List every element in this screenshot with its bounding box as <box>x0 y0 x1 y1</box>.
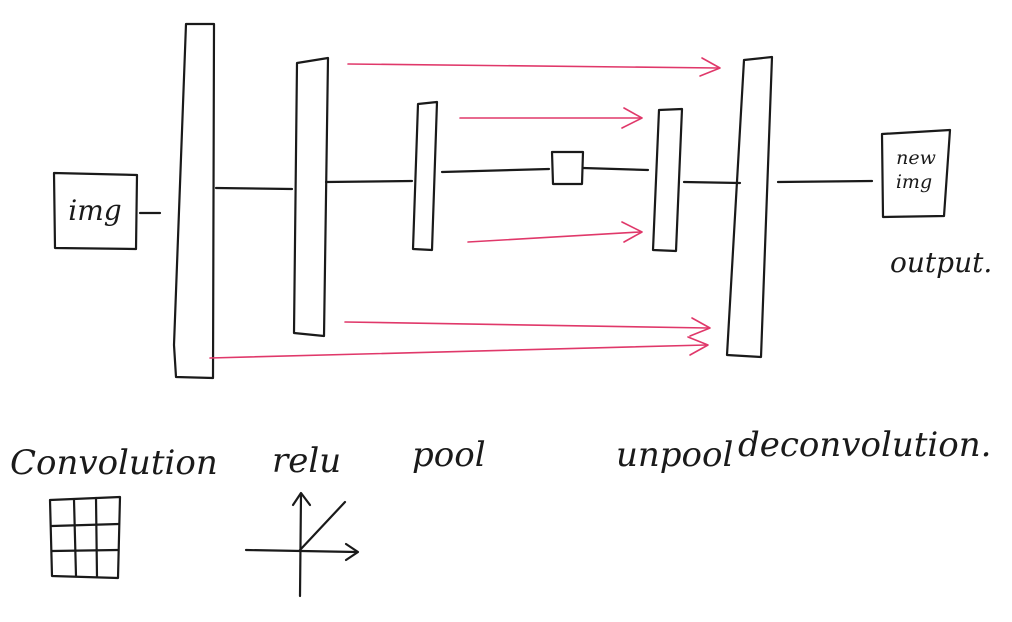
skip-arrow-relu-top <box>347 57 721 77</box>
pool-layer-bar <box>411 100 439 252</box>
convolution-kernel-grid-icon <box>48 495 122 580</box>
label-pool: pool <box>412 435 486 475</box>
relu-layer-bar <box>292 56 330 338</box>
skip-arrow-pool-top <box>459 107 643 129</box>
skip-arrow-relu-bottom <box>344 317 711 337</box>
skip-arrow-convolution <box>209 336 709 359</box>
output-img-line1: new <box>896 147 936 169</box>
output-img-box: new img <box>880 128 952 219</box>
input-img-label: img <box>68 194 121 227</box>
output-img-line2: img <box>896 171 932 193</box>
label-relu: relu <box>272 441 341 481</box>
skip-connection-arrows <box>209 57 721 359</box>
unpool-layer-bar <box>651 107 684 253</box>
output-caption: output. <box>890 246 992 279</box>
deconvolution-layer-bar <box>725 55 774 359</box>
convolution-layer-bar <box>172 22 216 380</box>
skip-arrow-pool-bottom <box>467 221 643 243</box>
label-unpool: unpool <box>616 435 733 475</box>
relu-function-plot-icon <box>244 491 360 598</box>
label-convolution: Convolution <box>10 443 218 483</box>
label-deconvolution: deconvolution. <box>738 425 991 465</box>
bottleneck-square <box>550 150 585 186</box>
input-img-box: img <box>52 171 139 251</box>
main-flow-lines <box>138 166 874 215</box>
